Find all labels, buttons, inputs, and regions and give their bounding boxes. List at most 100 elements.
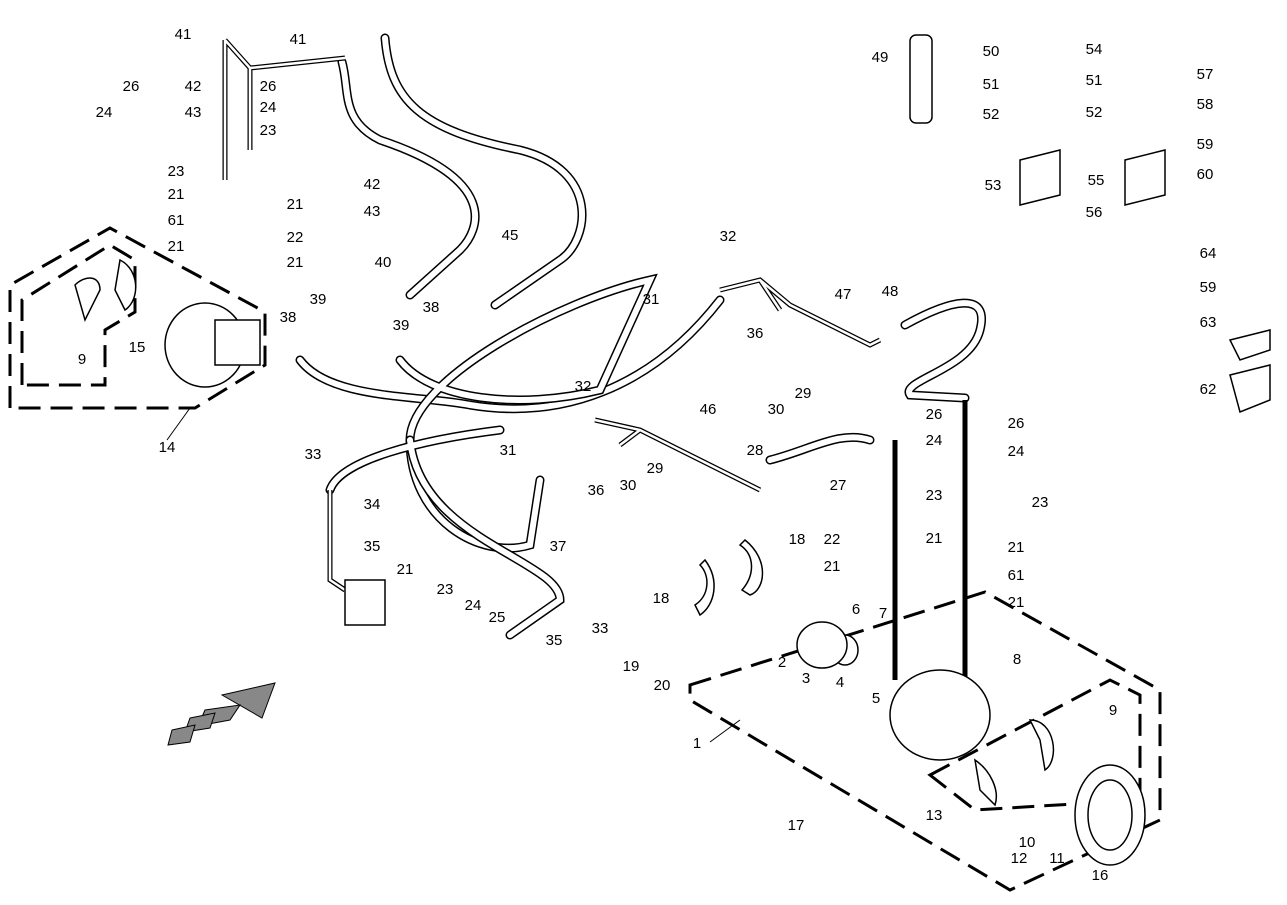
callout-23: 23 — [168, 163, 185, 180]
callout-26: 26 — [1008, 415, 1025, 432]
callout-35: 35 — [364, 538, 381, 555]
callout-14: 14 — [159, 439, 176, 456]
callout-51: 51 — [983, 76, 1000, 93]
callout-8: 8 — [1013, 651, 1021, 668]
hoses — [295, 33, 986, 640]
callout-23: 23 — [1032, 494, 1049, 511]
callout-31: 31 — [643, 291, 660, 308]
callout-22: 22 — [287, 229, 304, 246]
callout-38: 38 — [423, 299, 440, 316]
callout-40: 40 — [375, 254, 392, 271]
callout-9: 9 — [78, 351, 86, 368]
callout-43: 43 — [185, 104, 202, 121]
callout-35: 35 — [546, 632, 563, 649]
callout-55: 55 — [1088, 172, 1105, 189]
callout-43: 43 — [364, 203, 381, 220]
callout-30: 30 — [620, 477, 637, 494]
callout-19: 19 — [623, 658, 640, 675]
callout-28: 28 — [747, 442, 764, 459]
callout-24: 24 — [260, 99, 277, 116]
callout-1: 1 — [693, 735, 701, 752]
callout-24: 24 — [465, 597, 482, 614]
callout-37: 37 — [550, 538, 567, 555]
callout-20: 20 — [654, 677, 671, 694]
callout-60: 60 — [1197, 166, 1214, 183]
callout-62: 62 — [1200, 381, 1217, 398]
callout-27: 27 — [830, 477, 847, 494]
callout-18: 18 — [789, 531, 806, 548]
callout-36: 36 — [588, 482, 605, 499]
callout-12: 12 — [1011, 850, 1028, 867]
callout-32: 32 — [575, 378, 592, 395]
callout-59: 59 — [1197, 136, 1214, 153]
callout-52: 52 — [983, 106, 1000, 123]
callout-64: 64 — [1200, 245, 1217, 262]
callout-21: 21 — [287, 196, 304, 213]
callout-24: 24 — [96, 104, 113, 121]
callout-22: 22 — [824, 531, 841, 548]
callout-21: 21 — [287, 254, 304, 271]
callout-21: 21 — [926, 530, 943, 547]
callout-29: 29 — [795, 385, 812, 402]
callout-61: 61 — [1008, 567, 1025, 584]
dashed-group-1 — [688, 590, 1162, 892]
callout-4: 4 — [836, 674, 844, 691]
callout-53: 53 — [985, 177, 1002, 194]
callout-63: 63 — [1200, 314, 1217, 331]
callout-15: 15 — [129, 339, 146, 356]
callout-32: 32 — [720, 228, 737, 245]
callout-46: 46 — [700, 401, 717, 418]
callout-51: 51 — [1086, 72, 1103, 89]
callout-5: 5 — [872, 690, 880, 707]
callout-29: 29 — [647, 460, 664, 477]
callout-39: 39 — [310, 291, 327, 308]
callout-45: 45 — [502, 227, 519, 244]
callout-25: 25 — [489, 609, 506, 626]
callout-58: 58 — [1197, 96, 1214, 113]
callout-13: 13 — [926, 807, 943, 824]
callout-33: 33 — [592, 620, 609, 637]
callout-36: 36 — [747, 325, 764, 342]
callout-17: 17 — [788, 817, 805, 834]
callout-16: 16 — [1092, 867, 1109, 884]
callout-24: 24 — [1008, 443, 1025, 460]
callout-31: 31 — [500, 442, 517, 459]
callout-10: 10 — [1019, 834, 1036, 851]
callout-34: 34 — [364, 496, 381, 513]
callout-59: 59 — [1200, 279, 1217, 296]
callout-57: 57 — [1197, 66, 1214, 83]
callout-42: 42 — [185, 78, 202, 95]
callout-54: 54 — [1086, 41, 1103, 58]
callout-2: 2 — [778, 654, 786, 671]
callout-42: 42 — [364, 176, 381, 193]
callout-7: 7 — [879, 605, 887, 622]
callout-48: 48 — [882, 283, 899, 300]
callout-49: 49 — [872, 49, 889, 66]
callout-41: 41 — [290, 31, 307, 48]
callout-26: 26 — [123, 78, 140, 95]
callout-52: 52 — [1086, 104, 1103, 121]
callout-50: 50 — [983, 43, 1000, 60]
pipes — [222, 38, 968, 680]
callout-33: 33 — [305, 446, 322, 463]
direction-arrow-icon — [167, 682, 276, 746]
callout-9: 9 — [1109, 702, 1117, 719]
callout-23: 23 — [437, 581, 454, 598]
callout-11: 11 — [1049, 850, 1065, 867]
components — [74, 34, 1271, 866]
callout-47: 47 — [835, 286, 852, 303]
callout-21: 21 — [1008, 594, 1025, 611]
callout-23: 23 — [260, 122, 277, 139]
callout-21: 21 — [168, 238, 185, 255]
callout-61: 61 — [168, 212, 185, 229]
callout-6: 6 — [852, 601, 860, 618]
callout-21: 21 — [824, 558, 841, 575]
callout-26: 26 — [260, 78, 277, 95]
callout-56: 56 — [1086, 204, 1103, 221]
callout-39: 39 — [393, 317, 410, 334]
callout-38: 38 — [280, 309, 297, 326]
callout-21: 21 — [1008, 539, 1025, 556]
